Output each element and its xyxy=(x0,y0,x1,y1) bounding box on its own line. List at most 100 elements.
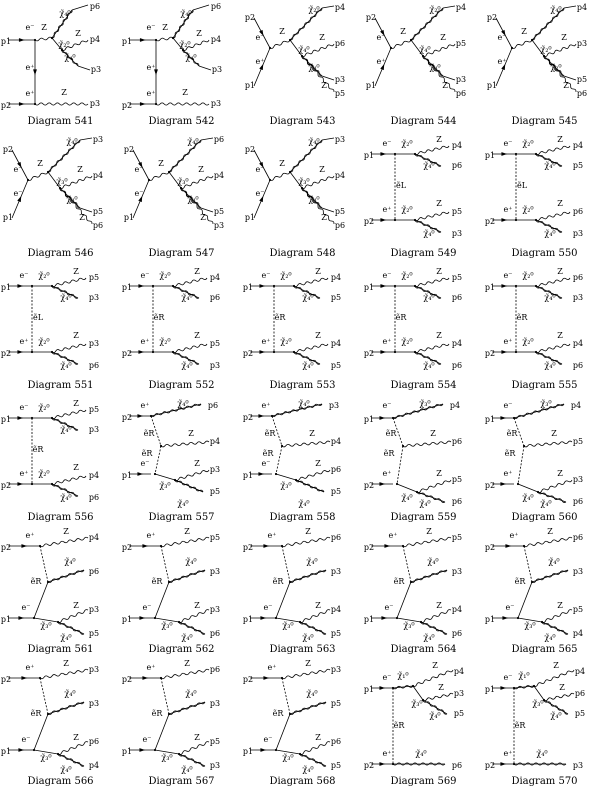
arrow-head xyxy=(505,544,512,548)
diagram-caption: Diagram 567 xyxy=(121,776,242,788)
momentum-label-p2: p2 xyxy=(245,13,255,22)
particle-label: e⁺ xyxy=(147,89,156,98)
particle-label: e⁺ xyxy=(256,57,265,66)
gaugino-label: χ̃₄⁰ xyxy=(302,293,313,302)
caption-number: 550 xyxy=(558,248,578,259)
arrow-head xyxy=(380,350,387,354)
propagator-label: e⁺ xyxy=(26,63,35,72)
momentum-label: p5 xyxy=(89,273,99,282)
vertex-dot xyxy=(522,544,526,548)
vertex-dot xyxy=(46,712,50,716)
vertex-dot xyxy=(298,620,302,624)
momentum-label-p2: p2 xyxy=(1,481,11,490)
particle-label: e⁻ xyxy=(377,33,386,42)
z-label: Z xyxy=(436,135,442,144)
particle-label: e⁻ xyxy=(256,165,265,174)
caption-prefix: Diagram xyxy=(390,248,435,259)
momentum-label: p6 xyxy=(210,629,220,638)
gaugino-line-wave xyxy=(57,621,85,635)
gaugino-stem xyxy=(289,39,303,57)
propagator-label: ẽR xyxy=(263,449,275,458)
particle-label: e⁻ xyxy=(20,403,29,412)
arrow-head xyxy=(139,102,146,106)
gaugino-line-line xyxy=(172,9,194,39)
z-boson-decay xyxy=(178,741,210,755)
gaugino-label: χ̃₃⁰ xyxy=(540,399,551,408)
momentum-label: p6 xyxy=(573,207,583,216)
momentum-label: p6 xyxy=(210,293,220,302)
diagram-caption: Diagram 556 xyxy=(0,512,121,524)
gaugino-line-line xyxy=(57,753,85,767)
arrow-head xyxy=(384,544,391,548)
gaugino-line-wave xyxy=(47,701,85,715)
momentum-label: p3 xyxy=(89,605,99,614)
momentum-label: p1 xyxy=(122,471,132,480)
arrow-head xyxy=(500,686,507,690)
caption-number: 541 xyxy=(74,116,94,127)
momentum-label: p3 xyxy=(89,665,99,674)
propagator-label: ẽR xyxy=(154,313,166,322)
caption-number: 570 xyxy=(558,776,578,787)
momentum-label: p3 xyxy=(573,229,583,238)
z-boson-line xyxy=(281,440,331,448)
caption-prefix: Diagram xyxy=(148,644,193,655)
gaugino-stem xyxy=(168,171,182,189)
momentum-label: p5 xyxy=(331,487,341,496)
gaugino-label: χ̃₂⁰ xyxy=(401,337,412,346)
outgoing-line xyxy=(79,207,93,213)
gaugino-line-wave xyxy=(414,351,442,365)
z-label: Z xyxy=(432,661,438,670)
caption-number: 563 xyxy=(316,644,336,655)
gaugino-label: χ̃₄⁰ xyxy=(66,195,77,204)
particle-label: e⁺ xyxy=(262,401,271,410)
gaugino-line-wave xyxy=(289,139,323,173)
z-boson-line xyxy=(148,171,170,181)
propagator-label: ẽR xyxy=(152,709,164,718)
momentum-label-p1: p1 xyxy=(122,615,132,624)
propagator-label: ẽR xyxy=(515,577,527,586)
momentum-label-p1: p1 xyxy=(243,747,253,756)
electron-line xyxy=(154,713,170,751)
selectron-propagator xyxy=(396,445,404,485)
vertex-dot xyxy=(38,676,42,680)
vertex-dot xyxy=(413,152,417,156)
vertex-dot xyxy=(179,186,183,190)
gaugino-line-wave xyxy=(531,569,569,583)
gaugino-line-wave xyxy=(535,219,563,233)
gaugino-label: χ̃₃⁰ xyxy=(161,753,172,762)
vertex-dot xyxy=(154,102,158,106)
momentum-label: p5 xyxy=(573,605,583,614)
gaugino-stem xyxy=(154,473,176,481)
momentum-label: p3 xyxy=(573,761,583,770)
selectron-propagator xyxy=(150,415,162,447)
gaugino-label: χ̃₃⁰ xyxy=(532,699,543,708)
diagram-caption: Diagram 565 xyxy=(484,644,605,656)
gaugino-label: χ̃₄⁰ xyxy=(60,361,71,370)
vertex-dot xyxy=(288,580,292,584)
z-boson-line xyxy=(533,669,575,687)
vertex-dot xyxy=(173,478,177,482)
momentum-label: p5 xyxy=(575,709,585,718)
arrow-head xyxy=(500,416,507,420)
momentum-label: p4 xyxy=(331,437,341,446)
caption-number: 557 xyxy=(195,512,215,523)
gaugino-label: χ̃₄⁰ xyxy=(60,493,71,502)
z-label: Z xyxy=(436,267,442,276)
propagator-label: ẽR xyxy=(142,449,154,458)
gaugino-label: χ̃₄⁰ xyxy=(544,633,555,642)
particle-label: e⁻ xyxy=(264,735,273,744)
z-boson-line xyxy=(155,36,174,42)
z-boson-line xyxy=(402,440,452,448)
gaugino-line-wave xyxy=(57,753,85,767)
momentum-label-p1: p1 xyxy=(122,283,132,292)
gaugino-label: χ̃₄⁰ xyxy=(177,499,188,508)
gaugino-label: χ̃₄⁰ xyxy=(306,689,317,698)
gaugino-line-wave xyxy=(535,351,563,365)
gaugino-stem xyxy=(275,473,297,481)
